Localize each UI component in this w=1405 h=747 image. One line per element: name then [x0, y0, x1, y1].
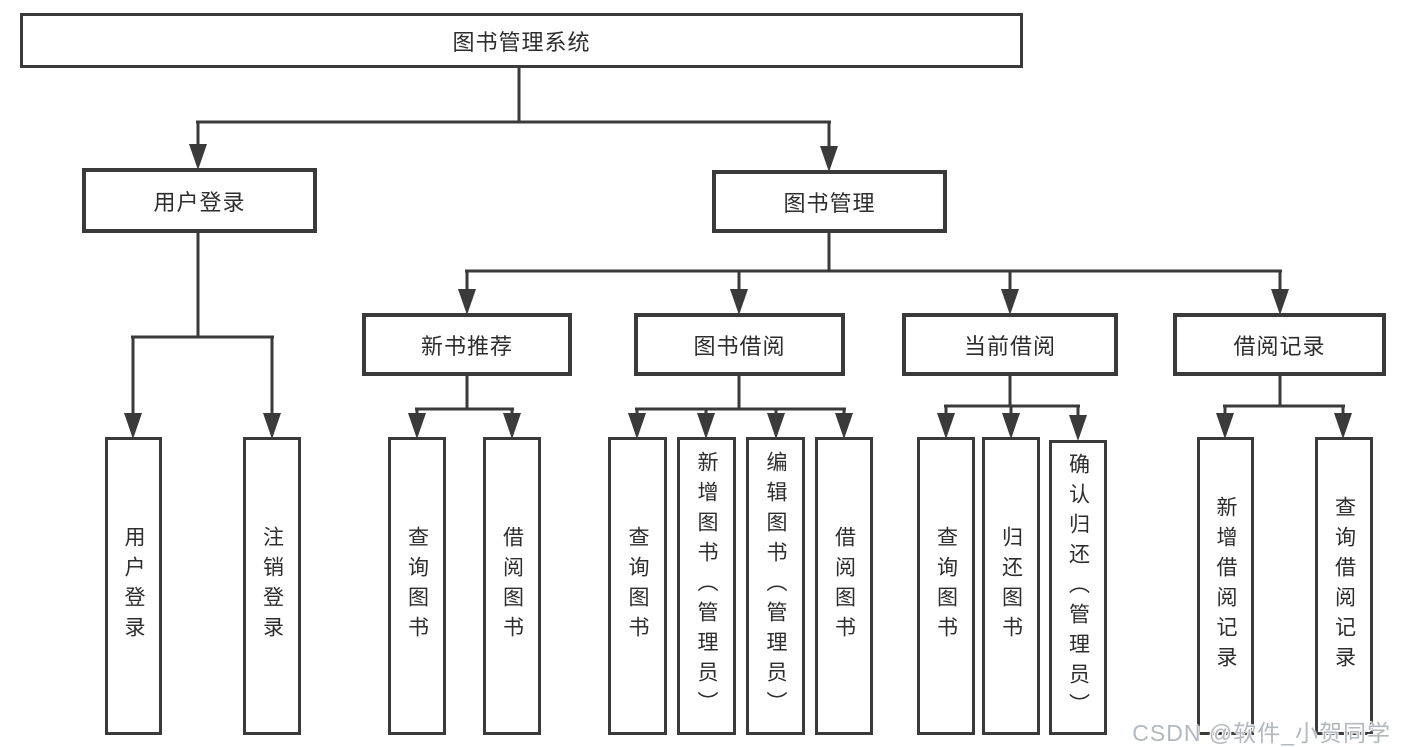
node-user-login: 用户登录	[82, 168, 317, 233]
node-borrowing-records: 借阅记录	[1173, 313, 1386, 376]
leaf-edit-book-admin: 编辑图书（管理员）	[746, 437, 805, 735]
node-new-book-recommendation: 新书推荐	[362, 313, 572, 376]
leaf-user-login: 用户登录	[105, 437, 162, 735]
leaf-logout: 注销登录	[243, 437, 301, 735]
node-library-management-system: 图书管理系统	[20, 13, 1023, 68]
leaf-borrow-book: 借阅图书	[815, 437, 873, 735]
node-book-management: 图书管理	[712, 170, 947, 233]
leaf-borrow-book-recommend: 借阅图书	[483, 437, 541, 735]
watermark: CSDN @软件_小贺同学	[1132, 720, 1391, 746]
leaf-add-borrow-record: 新增借阅记录	[1197, 437, 1254, 735]
leaf-confirm-return-admin: 确认归还（管理员）	[1049, 440, 1107, 735]
leaf-query-books-recommend: 查询图书	[388, 437, 446, 735]
leaf-return-book: 归还图书	[982, 437, 1040, 735]
leaf-add-book-admin: 新增图书（管理员）	[677, 437, 736, 735]
leaf-query-borrow-record: 查询借阅记录	[1315, 437, 1373, 735]
leaf-query-books-borrow: 查询图书	[608, 437, 667, 735]
leaf-query-books-current: 查询图书	[917, 437, 975, 735]
node-current-borrowing: 当前借阅	[902, 313, 1118, 376]
node-book-borrowing: 图书借阅	[634, 313, 845, 376]
